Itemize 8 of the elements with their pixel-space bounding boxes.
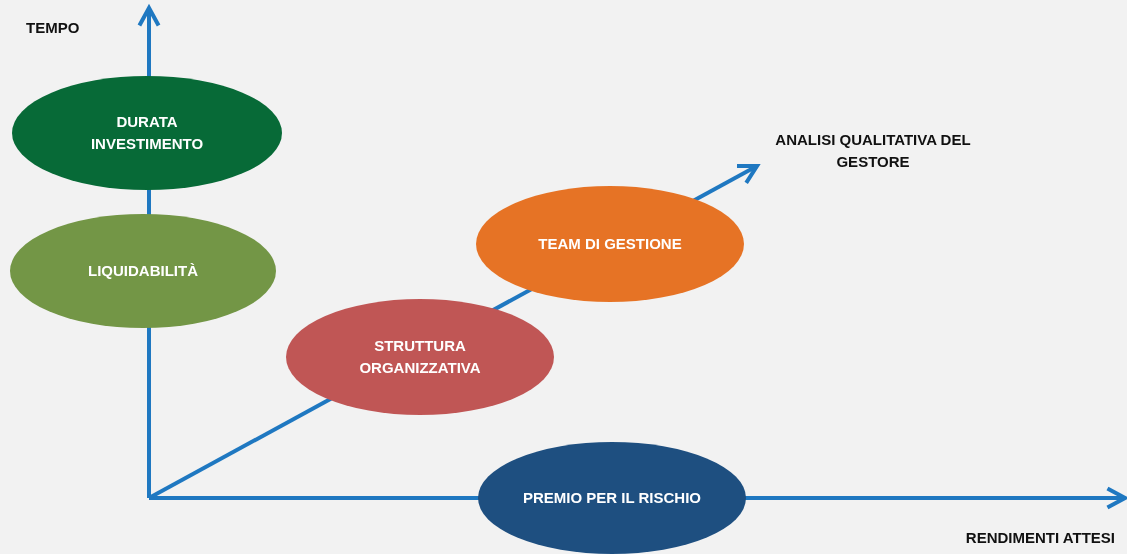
node-label: DURATA INVESTIMENTO: [89, 112, 205, 154]
node-label: TEAM DI GESTIONE: [538, 234, 682, 254]
node-label: STRUTTURA ORGANIZZATIVA: [358, 336, 482, 378]
node-label: LIQUIDABILITÀ: [88, 261, 198, 281]
node-label: PREMIO PER IL RISCHIO: [522, 488, 702, 508]
axis-label: TEMPO: [26, 18, 81, 38]
axis-label: ANALISI QUALITATIVA DEL GESTORE: [774, 130, 972, 172]
axis-label: RENDIMENTI ATTESI: [964, 528, 1115, 548]
